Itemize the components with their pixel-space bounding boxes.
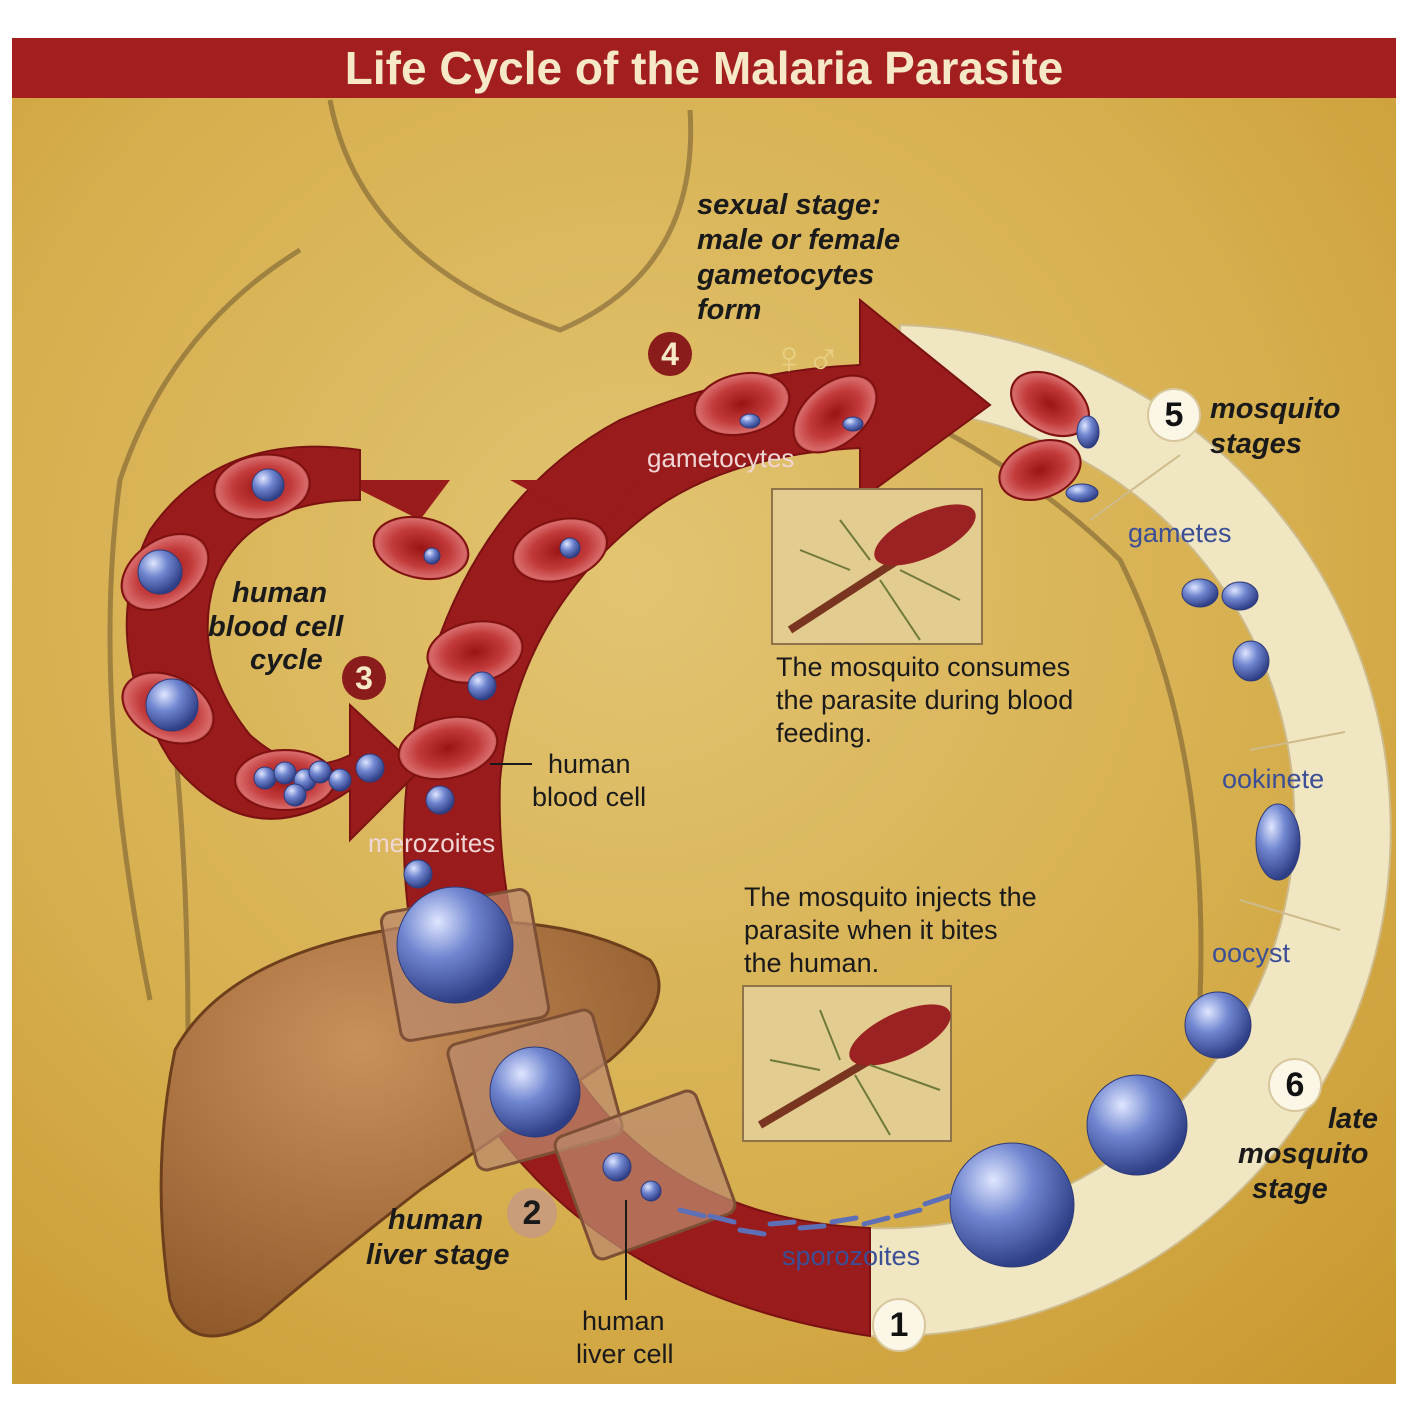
stage3-label-line3: cycle <box>250 644 323 676</box>
stage5-number: 5 <box>1147 388 1201 442</box>
page-title: Life Cycle of the Malaria Parasite <box>344 42 1064 94</box>
oocyst-label: oocyst <box>1212 938 1291 968</box>
stage6-label-line3: stage <box>1252 1173 1328 1205</box>
stage5-label-line2: stages <box>1210 428 1302 460</box>
consume-note-line3: feeding. <box>776 718 873 748</box>
stage6-number: 6 <box>1268 1058 1322 1112</box>
branch-arrowhead-left <box>340 480 450 520</box>
branch-arrowhead-right <box>510 480 640 530</box>
sporozoite-squiggles <box>677 1193 952 1237</box>
gametocytes-label: gametocytes <box>647 443 795 473</box>
stage1-number: 1 <box>872 1298 926 1352</box>
sporozoites-label: sporozoites <box>782 1241 921 1271</box>
mosquito-feeding-illustration <box>771 488 983 645</box>
inject-note-line1: The mosquito injects the <box>744 882 1037 912</box>
stage3-number: 3 <box>342 656 386 700</box>
stage4-label-line1: sexual stage: <box>697 189 881 221</box>
gender-symbols-icon: ♀♂ <box>772 331 841 383</box>
consume-note-line2: the parasite during blood <box>776 685 1074 715</box>
stage6-label-line2: mosquito <box>1238 1138 1369 1170</box>
stage4-number: 4 <box>648 332 692 376</box>
human-figure-sketch <box>107 99 1204 1301</box>
stage2-label-line2: liver stage <box>366 1239 510 1271</box>
stage2-label-line1: human <box>388 1204 484 1236</box>
stage3-label-line1: human <box>232 577 328 609</box>
human-blood-cell-label-line1: human <box>548 749 631 779</box>
stage2-number: 2 <box>507 1188 557 1238</box>
consume-note-line1: The mosquito consumes <box>776 652 1071 682</box>
stage3-label-line2: blood cell <box>208 611 344 643</box>
stage5-label-line1: mosquito <box>1210 393 1341 425</box>
stage4-label-line2: male or female <box>697 224 901 256</box>
human-blood-cell-label-line2: blood cell <box>532 782 647 812</box>
ring-dividers <box>1089 454 1346 931</box>
human-liver-cell-label-line1: human <box>582 1306 665 1336</box>
human-liver-cell-label-line2: liver cell <box>576 1339 674 1369</box>
mosquito-biting-illustration <box>742 985 952 1142</box>
ookinete-label: ookinete <box>1222 764 1325 794</box>
parasites <box>137 413 1301 1268</box>
stage4-label-line3: gametocytes <box>697 259 875 291</box>
merozoites-label: merozoites <box>368 828 496 858</box>
gametes-label: gametes <box>1128 518 1232 548</box>
stage6-label-line1: late <box>1328 1103 1378 1135</box>
leader-lines <box>490 763 627 1300</box>
inject-note-line3: the human. <box>744 948 880 978</box>
title-bar <box>12 38 1396 98</box>
stage4-label-line4: form <box>697 294 762 326</box>
inject-note-line2: parasite when it bites <box>744 915 998 945</box>
